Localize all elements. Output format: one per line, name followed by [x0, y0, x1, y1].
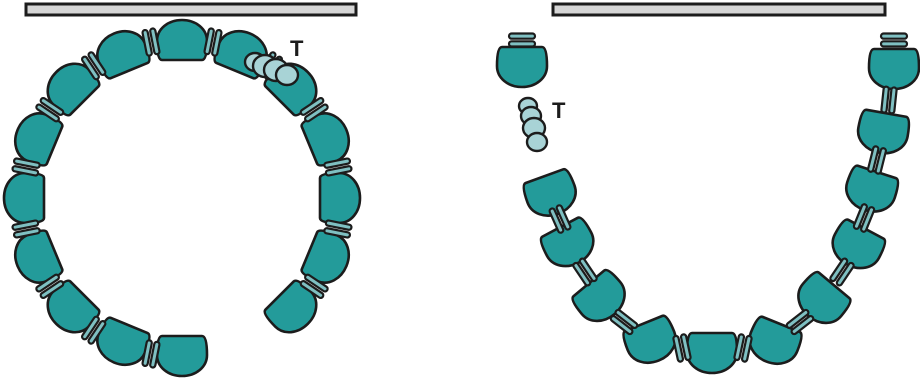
spacer-pill [881, 86, 889, 112]
spacer-pill [509, 41, 535, 46]
subunit [4, 173, 44, 223]
panel-closed-ring: T [4, 4, 360, 376]
subunit [320, 173, 360, 223]
t-subunit [519, 98, 547, 151]
subunit [497, 47, 547, 87]
spacer-pair [881, 34, 907, 47]
spacer-pill [881, 41, 907, 46]
spacer-pair [509, 34, 535, 47]
membrane-bar-left [26, 4, 356, 15]
spacer-pill [881, 34, 907, 39]
panel-open-u: T [497, 4, 919, 373]
spacer-pair [829, 258, 854, 287]
t-subunit-lobe [276, 65, 298, 85]
ring-open [497, 34, 919, 374]
spacer-pill [509, 34, 535, 39]
t-label-left: T [290, 36, 304, 61]
spacer-pill [889, 87, 897, 113]
spacer-pair [881, 86, 897, 113]
subunit [157, 20, 207, 60]
subunit [157, 336, 207, 376]
spacer-pair [572, 258, 597, 287]
subunit [687, 333, 737, 373]
subunit [38, 278, 102, 342]
ring-closed [4, 20, 360, 376]
t-subunit-lobe [527, 133, 547, 151]
subunit [38, 54, 102, 118]
subunit [262, 278, 326, 342]
membrane-bar-right [553, 4, 885, 15]
spacer-pair [853, 204, 875, 233]
subunit [869, 49, 919, 89]
t-label-right: T [552, 98, 566, 123]
